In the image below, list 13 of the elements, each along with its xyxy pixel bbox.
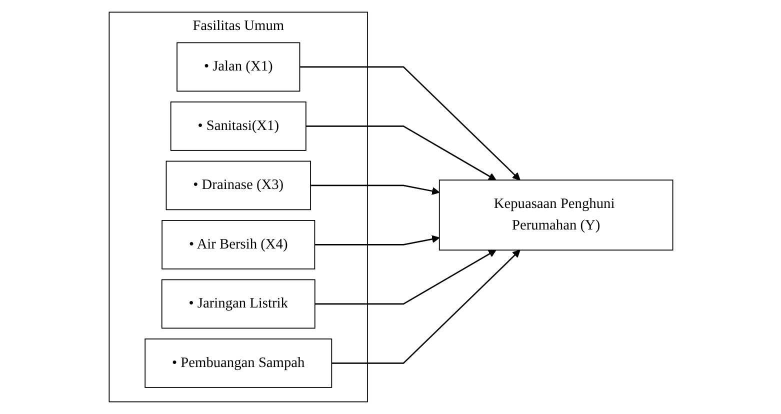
- node-box: • Sanitasi(X1): [170, 102, 306, 151]
- arrow: [314, 250, 496, 305]
- arrow: [310, 184, 440, 195]
- arrow: [331, 250, 520, 364]
- arrow: [305, 126, 496, 180]
- arrow: [314, 235, 440, 246]
- arrow: [299, 66, 520, 180]
- node-box: • Jalan (X1): [176, 42, 300, 92]
- node-box: • Pembuangan Sampah: [144, 338, 332, 388]
- node-box: • Drainase (X3): [165, 160, 310, 210]
- node-box: • Air Bersih (X4): [161, 220, 315, 270]
- node-box: • Jaringan Listrik: [160, 279, 315, 329]
- node-box: Kepuasaan Penghuni Perumahan (Y): [438, 180, 673, 251]
